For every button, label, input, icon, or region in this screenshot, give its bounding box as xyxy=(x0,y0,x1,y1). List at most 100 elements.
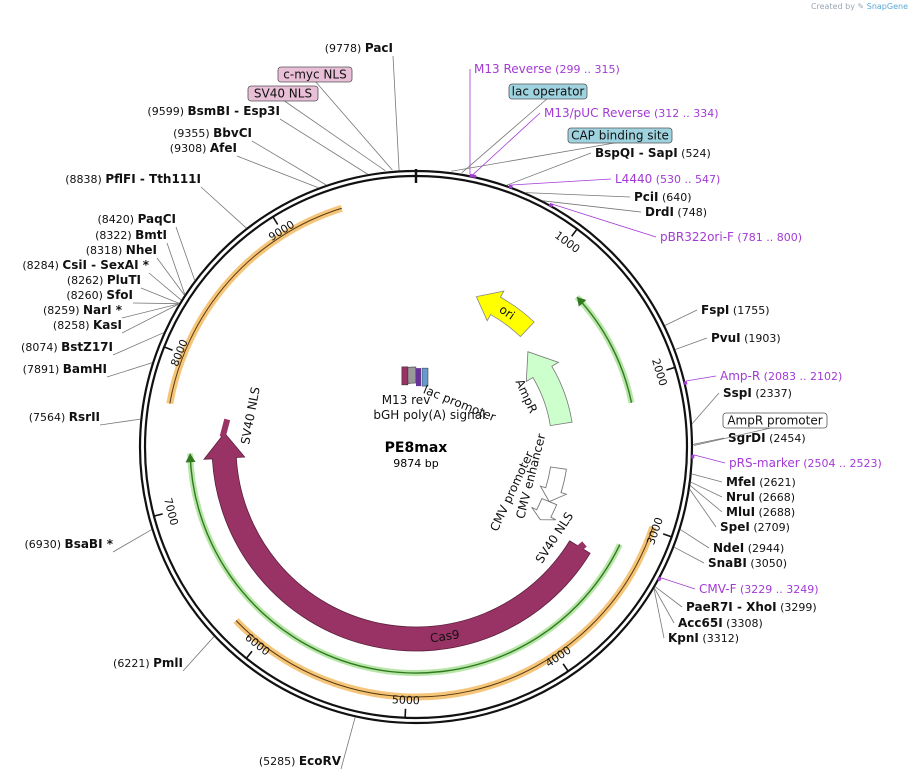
enzyme-name: PciI xyxy=(634,190,659,204)
cmv-enhancer-arrow xyxy=(539,466,568,503)
enzyme-left-CsiI: (8284) CsiI - SexAI * xyxy=(22,258,149,272)
primer-name: pBR322ori-F xyxy=(660,230,734,244)
enzyme-left-text-18: (5285) EcoRV xyxy=(259,754,342,768)
primer-range: (312 .. 334) xyxy=(651,107,719,120)
tick-label-2000: 2000 xyxy=(649,357,670,388)
enzyme-name: KasI xyxy=(93,318,122,332)
enzyme-right-text-5: SspI (2337) xyxy=(723,386,792,400)
primer-text-1: M13/pUC Reverse (312 .. 334) xyxy=(544,106,719,120)
enzyme-left-text-6: (8322) BmtI xyxy=(95,228,167,242)
orf-arc-core-1 xyxy=(235,526,654,698)
enzyme-lead-7 xyxy=(156,257,185,296)
enzyme-rlead-5 xyxy=(691,392,720,425)
enzyme-name2: - Esp3I xyxy=(230,104,280,118)
tick-mark-9000 xyxy=(272,216,279,225)
enzyme-right-text-4: PvuI (1903) xyxy=(711,331,781,345)
primer-range: (299 .. 315) xyxy=(552,63,620,76)
enzyme-pos: (8284) xyxy=(22,259,62,272)
enzyme-lead-16 xyxy=(112,529,152,553)
enzyme-left-BsmBI: (9599) BsmBI - Esp3I xyxy=(147,104,280,118)
box-lead-1 xyxy=(282,99,386,172)
primer-name: M13/pUC Reverse xyxy=(544,106,651,120)
enzyme-lead-8 xyxy=(148,272,182,301)
primer-lead-3 xyxy=(549,203,657,238)
enzyme-name2: - Tth111I xyxy=(136,172,201,186)
enzyme-rlead-10 xyxy=(689,488,717,528)
sv40-nls-label-2: SV40 NLS xyxy=(238,386,263,446)
enzyme-rlead-8 xyxy=(690,481,723,498)
primer-mark-6 xyxy=(657,576,662,582)
primer-text-6: CMV-F (3229 .. 3249) xyxy=(699,582,819,596)
enzyme-left-PmlI: (6221) PmlI xyxy=(113,656,183,670)
enzyme-rlead-7 xyxy=(691,473,723,483)
tick-mark-6000 xyxy=(245,650,253,659)
enzyme-rlead-2 xyxy=(542,200,642,213)
sv40-nls-block-2 xyxy=(219,418,231,438)
enzyme-left-text-7: (8318) NheI xyxy=(86,243,157,257)
enzyme-left-BamHI: (7891) BamHI xyxy=(23,362,107,376)
cmv-promoter-arrow xyxy=(531,498,558,521)
primer-lead-4 xyxy=(685,375,717,382)
primer-mark-2 xyxy=(508,184,513,189)
enzyme-left-PacI: (9778) PacI xyxy=(325,41,393,55)
enzyme-pos: (524) xyxy=(678,147,711,160)
enzyme-left-BsaBI: (6930) BsaBI * xyxy=(24,537,113,551)
primer-mark-4 xyxy=(683,380,688,386)
enzyme-right-text-13: PaeR7I - XhoI (3299) xyxy=(686,600,817,614)
credit-brand: SnapGene xyxy=(866,2,908,11)
enzyme-right-text-9: MluI (2688) xyxy=(726,505,795,519)
enzyme-left-text-8: (8284) CsiI - SexAI * xyxy=(22,258,149,272)
enzyme-pos: (9355) xyxy=(173,127,213,140)
enzyme-name: BsmBI xyxy=(188,104,230,118)
primer-lead-6 xyxy=(661,577,696,590)
ori-arrow xyxy=(475,290,535,338)
enzyme-name: DrdI xyxy=(645,205,674,219)
enzyme-lead-4 xyxy=(200,186,247,229)
primer-lead-1 xyxy=(472,112,541,176)
enzyme-name: MfeI xyxy=(726,475,756,489)
enzyme-rlead-15 xyxy=(653,588,665,639)
enzyme-right-text-11: NdeI (2944) xyxy=(713,541,784,555)
enzyme-lead-2 xyxy=(251,140,327,186)
plasmid-size: 9874 bp xyxy=(393,457,438,470)
enzyme-lead-17 xyxy=(182,636,215,672)
enzyme-name: MluI xyxy=(726,505,755,519)
box-lead-0 xyxy=(314,80,393,171)
enzyme-name: SnaBI xyxy=(708,556,747,570)
primer-name: CMV-F xyxy=(699,582,737,596)
enzyme-rlead-3 xyxy=(664,309,698,326)
enzyme-pos: (7891) xyxy=(23,363,63,376)
primer-name: L4440 xyxy=(615,172,652,186)
enzyme-left-text-4: (8838) PflFI - Tth111I xyxy=(65,172,201,186)
green-arc-0 xyxy=(576,296,633,403)
enzyme-pos: (9599) xyxy=(147,105,187,118)
enzyme-pos: (6930) xyxy=(24,538,64,551)
enzyme-lead-10 xyxy=(132,302,179,305)
enzyme-right-text-3: FspI (1755) xyxy=(701,303,769,317)
primer-range: (530 .. 547) xyxy=(652,173,720,186)
enzyme-pos: (6221) xyxy=(113,657,153,670)
tick-label-1000: 1000 xyxy=(552,229,582,256)
primer-text-4: Amp-R (2083 .. 2102) xyxy=(720,369,842,383)
enzyme-lead-15 xyxy=(99,418,141,426)
enzyme-pos: (1755) xyxy=(729,304,769,317)
box-label-1: SV40 NLS xyxy=(254,87,312,101)
green-arc-head-1 xyxy=(185,453,196,463)
enzyme-pos: (2709) xyxy=(750,521,790,534)
snapgene-icon: ✎ xyxy=(857,2,865,11)
enzyme-pos: (8318) xyxy=(86,244,126,257)
enzyme-name: BbvCI xyxy=(213,126,252,140)
enzyme-name: NruI xyxy=(726,490,755,504)
enzyme-pos: (7564) xyxy=(29,411,69,424)
tick-label-6000: 6000 xyxy=(242,631,272,659)
enzyme-right-text-14: Acc65I (3308) xyxy=(678,616,763,630)
enzyme-left-text-3: (9308) AfeI xyxy=(170,141,237,155)
enzyme-left-text-14: (7891) BamHI xyxy=(23,362,107,376)
enzyme-name: BamHI xyxy=(63,362,107,376)
tick-mark-8000 xyxy=(163,346,173,351)
box-label-3: CAP binding site xyxy=(571,129,669,143)
enzyme-name: BspQI xyxy=(595,146,635,160)
enzyme-rlead-12 xyxy=(674,546,705,564)
enzyme-left-RsrII: (7564) RsrII xyxy=(29,410,100,424)
enzyme-name: PaqCI xyxy=(138,212,176,226)
